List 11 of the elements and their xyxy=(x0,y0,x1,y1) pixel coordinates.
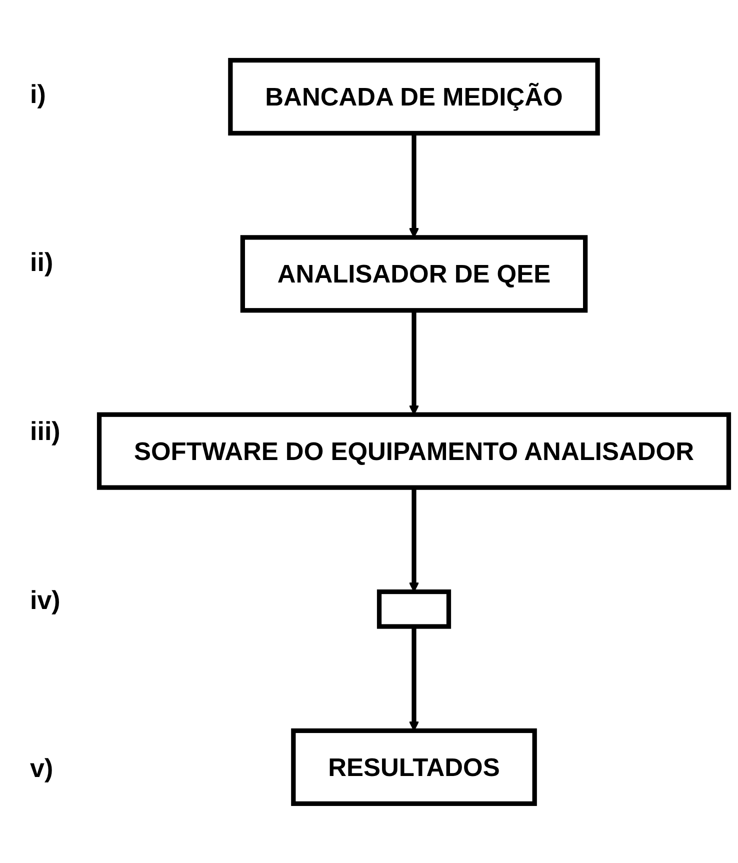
step-number: ii) xyxy=(30,247,54,278)
node-box xyxy=(240,234,588,312)
step-number: v) xyxy=(30,753,54,784)
node-box xyxy=(291,728,537,806)
step-number: iii) xyxy=(30,416,62,447)
node-box xyxy=(228,57,600,136)
node-box xyxy=(96,412,732,490)
node-box xyxy=(376,588,452,628)
step-number: i) xyxy=(30,78,47,110)
step-number: iv) xyxy=(30,584,62,616)
flowchart: BANCADA DE MEDIÇÃO ANALISADOR DE QEE SOFTWARE DO EQUIPAMENTO ANALISADOR RESULTADOS xyxy=(90,50,738,812)
